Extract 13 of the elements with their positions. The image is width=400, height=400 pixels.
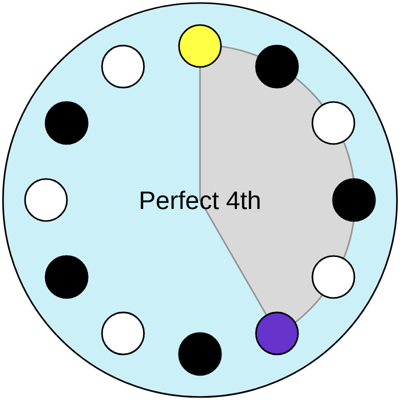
note-circle <box>178 24 222 68</box>
note-circle <box>101 312 145 356</box>
note-circle <box>255 44 299 88</box>
note-circle <box>44 101 88 145</box>
note-circle <box>44 255 88 299</box>
interval-label: Perfect 4th <box>140 190 260 210</box>
note-circle <box>101 44 145 88</box>
note-circle <box>24 178 68 222</box>
note-circle <box>255 312 299 356</box>
note-circle <box>178 332 222 376</box>
note-circle <box>312 101 356 145</box>
note-circle <box>332 178 376 222</box>
note-circle <box>312 255 356 299</box>
